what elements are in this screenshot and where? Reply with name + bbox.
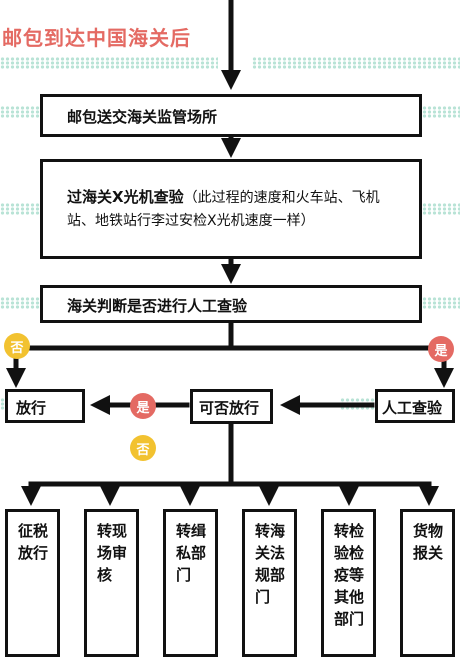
badge-no-outcomes: 否 <box>130 435 156 461</box>
step-label: 邮包送交海关监管场所 <box>67 108 218 126</box>
dotted-band <box>422 106 460 118</box>
badge-yes-right: 是 <box>428 336 454 362</box>
badge-no-left: 否 <box>4 333 30 359</box>
dotted-band <box>0 203 40 215</box>
outcome-label: 转现场审核 <box>97 522 128 584</box>
step-label: 过海关X光机查验 <box>67 188 184 206</box>
outcome-label: 征税放行 <box>18 522 49 562</box>
badge-yes-release: 是 <box>130 393 156 419</box>
outcome-goods-declaration: 货物报关 <box>400 509 455 657</box>
release-box: 放行 <box>5 389 85 423</box>
dotted-band <box>422 297 460 309</box>
dotted-band <box>0 106 40 118</box>
outcome-label: 转检验检疫等其他部门 <box>334 522 365 628</box>
dotted-band <box>0 297 40 309</box>
step-box-post-to-customs: 邮包送交海关监管场所 <box>40 94 422 137</box>
outcome-tax-release: 征税放行 <box>5 509 60 657</box>
manual-inspection-box: 人工查验 <box>375 389 455 423</box>
step-box-manual-check-decision: 海关判断是否进行人工查验 <box>40 285 422 323</box>
outcome-label: 转海关法规部门 <box>255 522 286 606</box>
outcome-onsite-review: 转现场审核 <box>84 509 139 657</box>
release-label: 放行 <box>16 399 47 417</box>
dotted-band <box>422 203 460 215</box>
manual-inspection-label: 人工查验 <box>382 399 443 417</box>
can-release-box: 可否放行 <box>190 389 273 424</box>
step-note: （此过程的速度和火车站、飞机站、地铁站行李过安检X光机速度一样） <box>67 190 380 229</box>
outcome-legal-department: 转海关法规部门 <box>242 509 297 657</box>
outcome-label: 转缉私部门 <box>176 522 207 584</box>
outcome-quarantine-department: 转检验检疫等其他部门 <box>321 509 376 657</box>
dotted-band <box>0 398 8 410</box>
outcome-anti-smuggling: 转缉私部门 <box>163 509 218 657</box>
page-title: 邮包到达中国海关后 <box>2 26 191 50</box>
dotted-band <box>0 57 218 69</box>
outcome-label: 货物报关 <box>413 522 444 562</box>
step-box-xray-inspection: 过海关X光机查验（此过程的速度和火车站、飞机站、地铁站行李过安检X光机速度一样） <box>40 159 422 259</box>
dotted-band <box>252 57 460 69</box>
step-label: 海关判断是否进行人工查验 <box>67 297 248 315</box>
can-release-label: 可否放行 <box>199 399 260 417</box>
